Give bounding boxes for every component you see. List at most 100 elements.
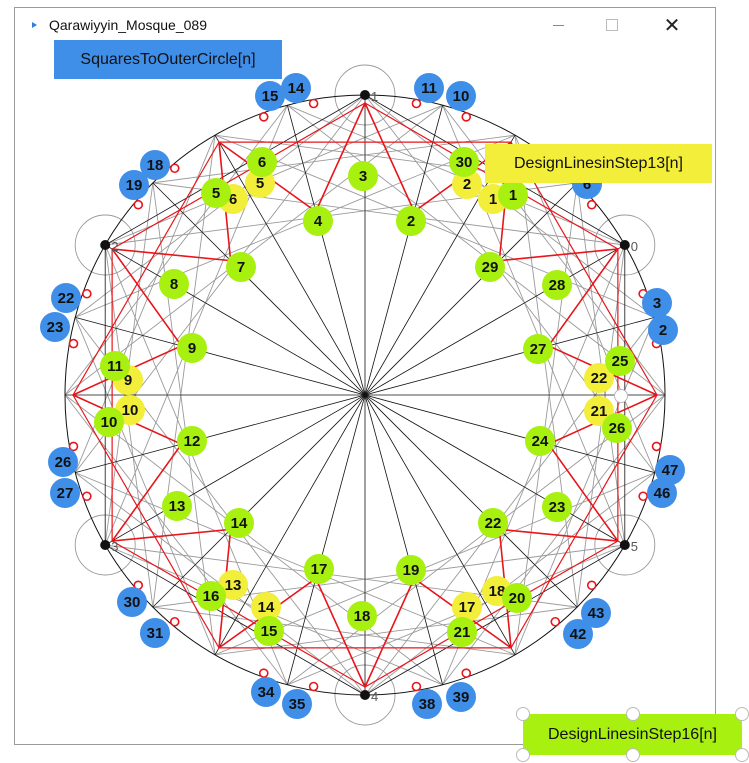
green-marker-circle [177, 333, 207, 363]
green-marker-circle [94, 407, 124, 437]
red-node [258, 668, 269, 678]
green-marker: 23 [542, 492, 572, 522]
resize-handle-bottom-left[interactable] [516, 748, 530, 762]
blue-marker-circle [40, 312, 70, 342]
green-marker: 13 [162, 491, 192, 521]
blue-marker-circle [48, 447, 78, 477]
blue-marker: 10 [446, 81, 476, 111]
construction-line [64, 394, 443, 686]
red-node [82, 288, 92, 299]
blue-marker-circle [140, 618, 170, 648]
minimize-button[interactable] [535, 8, 581, 42]
green-marker-text: 20 [509, 590, 526, 607]
construction-line [75, 472, 516, 656]
green-marker-text: 13 [169, 498, 186, 515]
blue-marker-text: 31 [147, 625, 164, 642]
vertex-dot [619, 540, 630, 550]
blue-marker: 11 [414, 73, 444, 103]
design-lines-step13-panel[interactable]: DesignLinesinStep13[n] [485, 144, 712, 183]
green-marker-text: 16 [203, 588, 220, 605]
green-marker: 16 [196, 581, 226, 611]
green-marker-text: 18 [354, 608, 371, 625]
red-pattern-line [72, 394, 220, 649]
red-node [638, 491, 648, 502]
green-marker-circle [226, 252, 256, 282]
construction-line [75, 134, 516, 318]
blue-marker-text: 22 [58, 290, 75, 307]
green-marker-circle [100, 351, 130, 381]
red-pattern-line [111, 540, 366, 688]
green-marker-circle [159, 269, 189, 299]
green-marker-circle [396, 555, 426, 585]
blue-marker: 43 [581, 598, 611, 628]
green-marker: 29 [475, 252, 505, 282]
vertex-label: 0 [631, 239, 638, 254]
blue-marker: 27 [50, 478, 80, 508]
squares-to-outer-circle-panel[interactable]: SquaresToOuterCircle[n] [54, 40, 282, 79]
maximize-button[interactable] [589, 8, 635, 42]
blue-marker-text: 27 [57, 485, 74, 502]
blue-marker-circle [281, 73, 311, 103]
red-node [308, 681, 319, 692]
green-marker: 11 [100, 351, 130, 381]
blue-marker: 39 [446, 682, 476, 712]
green-marker-text: 3 [359, 168, 367, 185]
green-marker: 2 [396, 206, 426, 236]
red-node [411, 681, 422, 692]
title-bar[interactable]: Qarawiyyin_Mosque_089 ✕ [15, 8, 715, 42]
resize-handle-top[interactable] [626, 707, 640, 721]
red-node [308, 98, 319, 109]
drag-handle[interactable] [614, 389, 628, 403]
red-pattern-line [72, 141, 220, 396]
green-marker: 28 [542, 270, 572, 300]
construction-line [576, 244, 626, 608]
blue-marker: 38 [412, 689, 442, 719]
blue-marker-circle [412, 689, 442, 719]
blue-marker: 14 [281, 73, 311, 103]
green-marker: 5 [201, 178, 231, 208]
green-marker: 7 [226, 252, 256, 282]
green-marker-text: 14 [231, 515, 248, 532]
yellow-marker-circle [452, 169, 482, 199]
vertex-dot [100, 240, 111, 250]
blue-marker-circle [647, 478, 677, 508]
green-marker-circle [304, 554, 334, 584]
resize-handle-bottom-right[interactable] [735, 748, 749, 762]
construction-line [287, 104, 666, 396]
blue-marker: 15 [255, 81, 285, 111]
blue-marker-text: 15 [262, 88, 279, 105]
blue-marker-circle [414, 73, 444, 103]
green-marker: 12 [177, 426, 207, 456]
construction-line [514, 135, 578, 608]
green-marker-circle [348, 161, 378, 191]
blue-marker-text: 18 [147, 157, 164, 174]
yellow-marker-text: 6 [229, 191, 237, 208]
blue-marker-circle [581, 598, 611, 628]
blue-marker: 31 [140, 618, 170, 648]
red-pattern-line [510, 141, 658, 396]
green-marker-text: 29 [482, 259, 499, 276]
construction-line [64, 104, 443, 396]
red-node [586, 580, 597, 591]
resize-handle-bottom[interactable] [626, 748, 640, 762]
red-pattern-lines [68, 98, 662, 692]
close-button[interactable]: ✕ [649, 8, 695, 42]
red-node [68, 441, 79, 452]
blue-marker-text: 39 [453, 689, 470, 706]
construction-line [214, 472, 655, 656]
construction-line [514, 317, 656, 655]
green-marker-text: 2 [407, 213, 415, 230]
blue-marker: 46 [647, 478, 677, 508]
green-marker-circle [254, 616, 284, 646]
blue-marker: 26 [48, 447, 78, 477]
resize-handle-top-right[interactable] [735, 707, 749, 721]
yellow-marker-text: 13 [225, 577, 242, 594]
green-marker: 17 [304, 554, 334, 584]
green-marker-text: 6 [258, 154, 266, 171]
green-marker-text: 27 [530, 341, 547, 358]
green-marker: 20 [502, 583, 532, 613]
resize-handle-top-left[interactable] [516, 707, 530, 721]
green-marker-text: 26 [609, 420, 626, 437]
yellow-marker-text: 22 [591, 370, 608, 387]
